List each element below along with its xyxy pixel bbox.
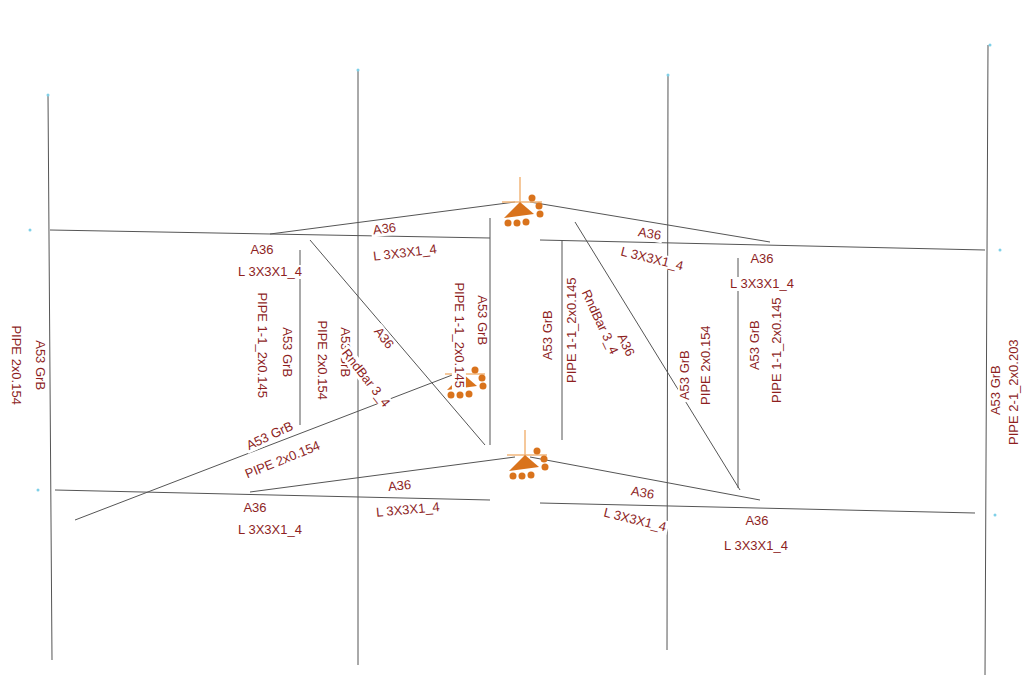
joint-dot [357,69,360,72]
pipe-post [738,258,739,488]
beam [540,240,985,250]
member-label: A36 [628,484,657,503]
member-label: A36 [241,501,268,515]
member-label: PIPE 2-1_2x0.203 [1007,337,1021,447]
member-label: A36 [370,323,398,353]
member-label: A36 [386,478,414,495]
column [667,75,668,650]
member-label: PIPE 1-1_2x0.145 [255,290,269,400]
joint-dot [47,94,50,97]
member-label: PIPE 2x0.154 [699,323,713,407]
member-label: PIPE 2x0.154 [9,323,23,407]
roller-support [502,177,544,227]
member-label: A36 [614,330,638,361]
pipe-post [562,240,563,440]
members [48,45,988,675]
column [48,95,52,660]
member-label: A53 GrB [280,325,294,379]
member-label: L 3X3X1_4 [617,244,686,274]
member-label: A53 GrB [475,293,489,347]
member-label: L 3X3X1_4 [236,523,304,537]
member-label: A36 [371,220,400,237]
member-label: L 3X3X1_4 [370,242,439,264]
joint-dot [989,44,992,47]
member-label: A53 GrB [33,338,47,392]
joint-dot [999,249,1002,252]
beam [55,490,490,500]
member-label: A53 GrB [748,318,762,372]
member-label: PIPE 1-1_2x0.145 [770,295,784,405]
member-label: L 3X3X1_4 [236,265,304,279]
member-label: L 3X3X1_4 [722,539,790,553]
joint-dot [994,514,997,517]
member-label: A53 GrB [678,348,692,402]
pipe-post [490,218,491,445]
joint-dots [29,44,1002,517]
member-label: A36 [635,225,664,244]
joint-dot [29,229,32,232]
member-label: L 3X3X1_4 [728,277,796,291]
member-label: PIPE 1-1_2x0.145 [452,280,466,390]
member-label: A53 GrB [541,308,555,362]
member-label: A36 [743,514,770,528]
member-label: A36 [748,252,775,266]
joint-dot [667,74,670,77]
member-label: L 3X3X1_4 [374,500,443,520]
roller-support [507,430,549,480]
joint-dot [37,489,40,492]
member-label: A36 [248,243,275,257]
member-label: L 3X3X1_4 [600,505,669,535]
rod-brace [575,222,740,490]
member-label: A53 GrB [989,363,1003,417]
column [985,45,988,675]
member-label: PIPE 2x0.154 [315,318,329,402]
rod-brace [310,240,485,445]
member-label: RndBar 3_4 [578,286,622,359]
